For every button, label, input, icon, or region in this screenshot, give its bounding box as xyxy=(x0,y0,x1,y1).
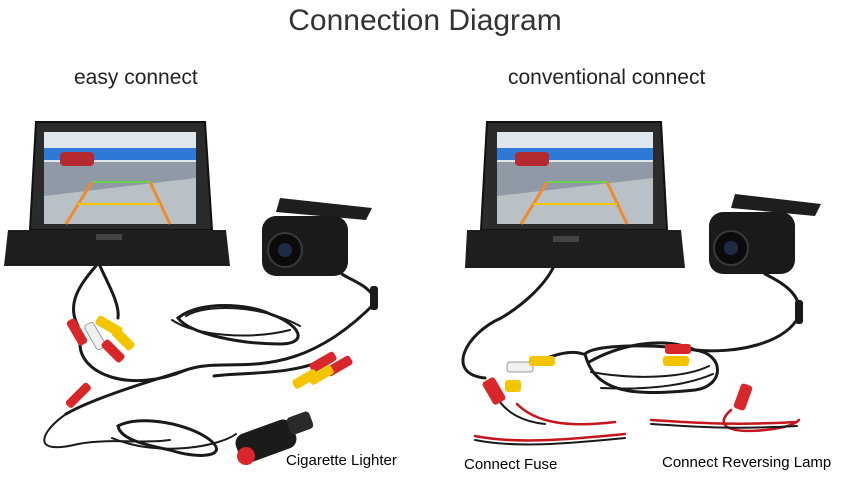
monitor-right xyxy=(465,121,685,268)
conventional-connect-panel xyxy=(425,104,850,496)
conventional-connect-illustration xyxy=(461,121,821,446)
camera-left xyxy=(262,198,372,276)
easy-connect-panel xyxy=(0,104,425,496)
cables-right xyxy=(461,266,801,425)
easy-connect-illustration xyxy=(4,121,378,465)
camera-right xyxy=(709,194,821,274)
conventional-connect-heading: conventional connect xyxy=(508,66,706,89)
rca-plugs-right xyxy=(482,300,803,411)
diagram-title: Connection Diagram xyxy=(288,4,562,37)
connect-reversing-lamp-label: Connect Reversing Lamp xyxy=(662,454,832,471)
connect-fuse-label: Connect Fuse xyxy=(464,456,558,473)
black-wires-right xyxy=(474,423,798,446)
red-wires-right xyxy=(473,402,801,442)
easy-connect-heading: easy connect xyxy=(74,66,198,89)
cigarette-lighter-label: Cigarette Lighter xyxy=(286,452,397,469)
monitor-left xyxy=(4,121,230,266)
cigarette-lighter-plug xyxy=(235,411,314,465)
rca-plugs-left xyxy=(65,286,378,408)
